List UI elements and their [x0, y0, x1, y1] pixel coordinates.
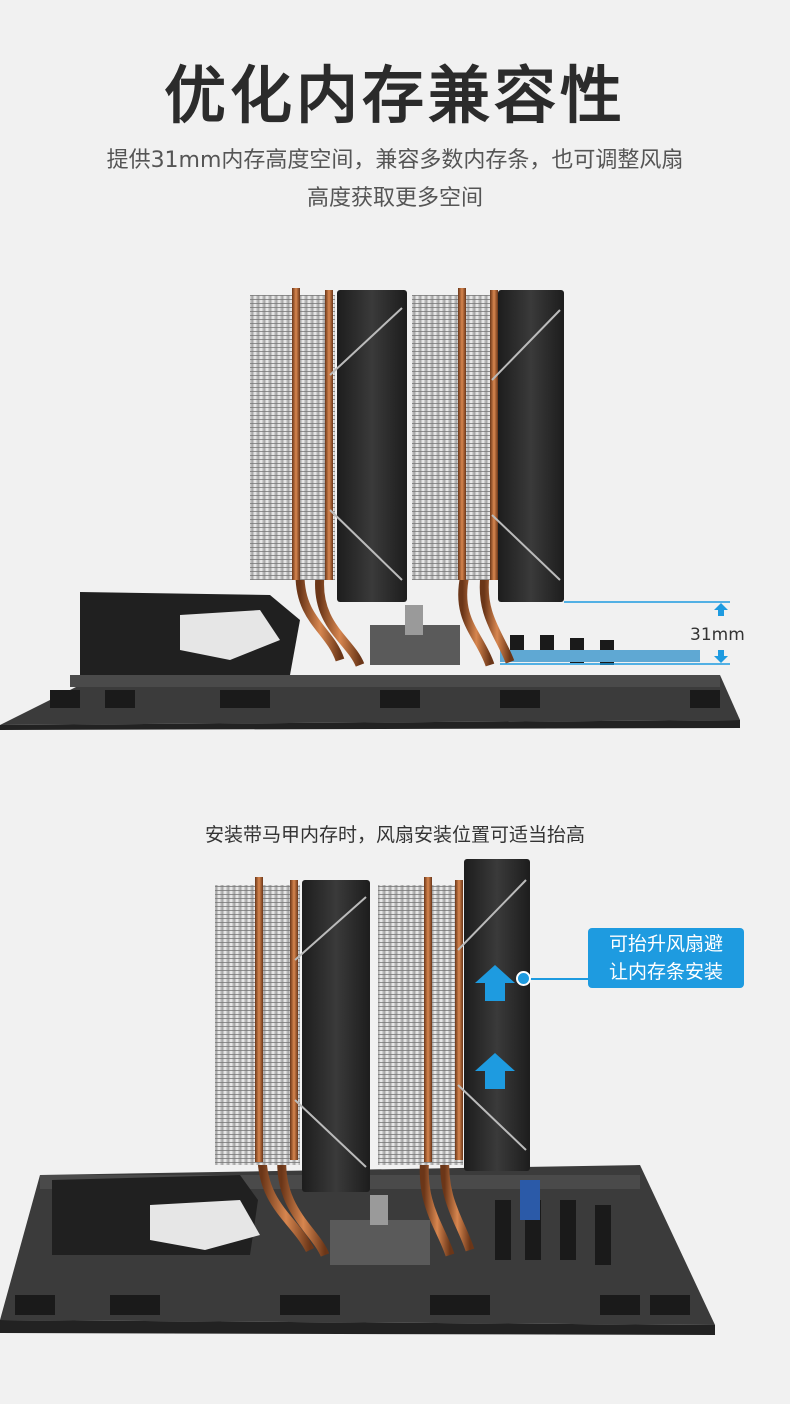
raise-arrow-icon: [475, 965, 515, 1001]
callout-dot: [516, 971, 531, 986]
callout-connector: [524, 978, 588, 980]
raise-fan-callout: 可抬升风扇避 让内存条安装: [588, 928, 744, 988]
raise-arrow-icon: [475, 1053, 515, 1089]
page-subtitle: 提供31mm内存高度空间，兼容多数内存条，也可调整风扇 高度获取更多空间: [60, 142, 730, 218]
callout-line-1: 可抬升风扇避: [608, 933, 723, 955]
clearance-label: 31mm: [690, 625, 745, 645]
page-title: 优化内存兼容性: [163, 59, 626, 132]
cooler-default-image: [0, 288, 740, 730]
cooler-raised-fan-image: [0, 859, 715, 1335]
figure2-caption: 安装带马甲内存时，风扇安装位置可适当抬高: [204, 824, 585, 846]
subtitle-line-2: 高度获取更多空间: [306, 186, 483, 211]
callout-line-2: 让内存条安装: [608, 961, 723, 983]
subtitle-line-1: 提供31mm内存高度空间，兼容多数内存条，也可调整风扇: [106, 148, 684, 173]
